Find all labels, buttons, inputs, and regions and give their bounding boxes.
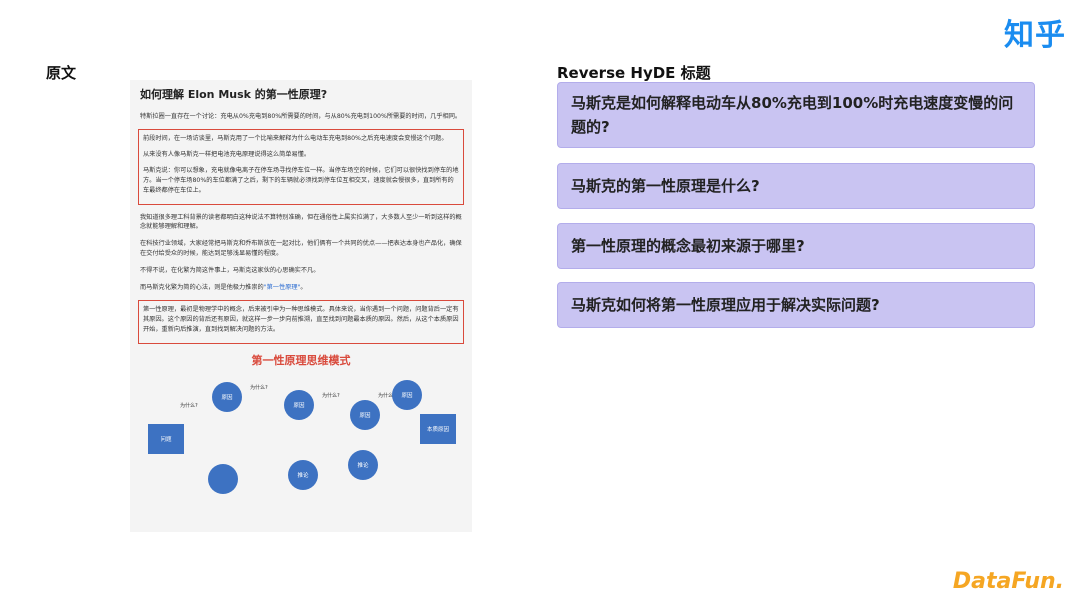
article-paragraph: 我知道很多理工科背景的读者都明白这种说法不算特别准确，但在通俗性上属实拉满了，大…	[140, 213, 462, 231]
diagram-cause-node: 原因	[392, 379, 422, 410]
diagram-cause-node: 原因	[284, 389, 314, 420]
question-text: 马斯克是如何解释电动车从80%充电到100%时充电速度变慢的问题的?	[571, 94, 1014, 136]
article-paragraph: 不得不说，在化繁为简这件事上，马斯克这家伙的心思确实不凡。	[140, 267, 320, 275]
diagram-problem-node: 问题	[148, 423, 184, 454]
question-card: 第一性原理的概念最初来源于哪里?	[557, 223, 1035, 269]
p5-prefix: 而马斯克化繁为简的心法，则是他极力推崇的	[140, 284, 264, 292]
diagram-deduce-node: 推论	[288, 459, 318, 490]
diagram-title: 第一性原理思维模式	[251, 353, 351, 367]
diagram-root-node: 本质原因	[420, 413, 456, 444]
p5-suffix: 。	[300, 284, 307, 292]
question-text: 马斯克如何将第一性原理应用于解决实际问题?	[571, 296, 880, 314]
question-card: 马斯克的第一性原理是什么?	[557, 163, 1035, 209]
article-paragraph: 第一性原理，最初是物理学中的概念，后来被引申为一种思维模式。具体来说，当你遇到一…	[143, 306, 459, 333]
left-section-title: 原文	[46, 64, 77, 82]
diagram-deduce-node: 推论	[348, 449, 378, 480]
diagram-why-label: 为什么?	[180, 402, 198, 409]
first-principle-diagram: 问题 为什么? 原因 为什么? 原因 为什么? 原因 为什么? 原因 本质原因 …	[138, 372, 464, 494]
article-paragraph: 马斯克说：你可以想象，充电就像电离子在停车场寻找停车位一样。当停车场空的时候，它…	[143, 166, 459, 194]
article-title: 如何理解 Elon Musk 的第一性原理?	[140, 88, 328, 101]
diagram-cause-node: 原因	[212, 381, 242, 412]
article-paragraph: 而马斯克化繁为简的心法，则是他极力推崇的"第一性原理"。	[138, 283, 464, 293]
first-principle-link[interactable]: "第一性原理"	[263, 284, 301, 292]
question-card: 马斯克如何将第一性原理应用于解决实际问题?	[557, 282, 1035, 328]
diagram-cause-node: 原因	[350, 399, 380, 430]
diagram-deduce-node	[208, 463, 238, 494]
right-section-title: Reverse HyDE 标题	[557, 64, 711, 82]
question-text: 第一性原理的概念最初来源于哪里?	[571, 237, 805, 255]
datafun-logo: DataFun.	[952, 569, 1064, 594]
article-screenshot: 如何理解 Elon Musk 的第一性原理? 特斯拉圈一直存在一个讨论：充电从0…	[130, 80, 472, 532]
question-text: 马斯克的第一性原理是什么?	[571, 177, 760, 195]
article-paragraph: 从来没有人像马斯克一样把电池充电原理说得这么简单易懂。	[143, 150, 311, 158]
diagram-why-label: 为什么?	[322, 392, 340, 399]
zhihu-logo: 知乎	[1004, 18, 1066, 53]
diagram-why-label: 为什么?	[378, 392, 396, 399]
article-paragraph: 在科技行业领域，大家经常把马斯克和乔布斯放在一起对比，他们俩有一个共同的优点——…	[140, 240, 462, 258]
highlight-box-2: 第一性原理，最初是物理学中的概念，后来被引申为一种思维模式。具体来说，当你遇到一…	[138, 300, 464, 344]
diagram-why-label: 为什么?	[250, 384, 268, 391]
article-paragraph: 前段时间，在一场访谈里，马斯克用了一个比喻来解释为什么电动车充电到80%之后充电…	[143, 134, 448, 142]
question-card: 马斯克是如何解释电动车从80%充电到100%时充电速度变慢的问题的?	[557, 82, 1035, 148]
highlight-box-1: 前段时间，在一场访谈里，马斯克用了一个比喻来解释为什么电动车充电到80%之后充电…	[138, 128, 464, 205]
article-paragraph: 特斯拉圈一直存在一个讨论：充电从0%充电到80%所需要的时间，与从80%充电到1…	[140, 113, 462, 120]
